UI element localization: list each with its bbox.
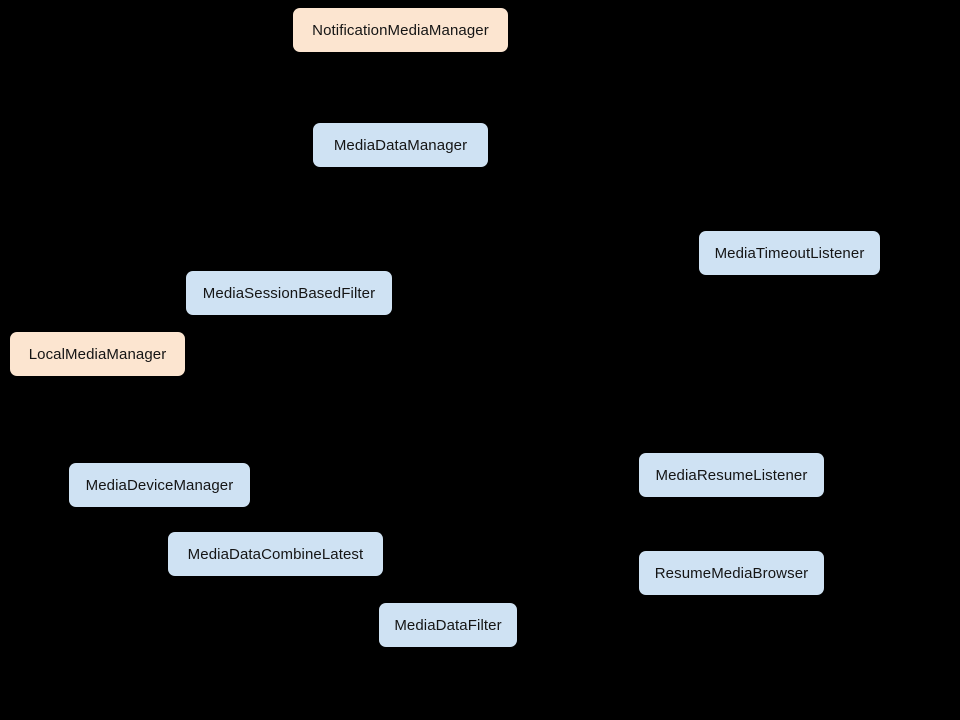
node-media-session-based-filter[interactable]: MediaSessionBasedFilter bbox=[186, 271, 392, 315]
node-local-media-manager[interactable]: LocalMediaManager bbox=[10, 332, 185, 376]
node-label: MediaTimeoutListener bbox=[714, 244, 865, 262]
node-label: MediaSessionBasedFilter bbox=[202, 284, 376, 302]
node-resume-media-browser[interactable]: ResumeMediaBrowser bbox=[639, 551, 824, 595]
node-media-data-manager[interactable]: MediaDataManager bbox=[313, 123, 488, 167]
node-label: ResumeMediaBrowser bbox=[654, 564, 809, 582]
node-label: MediaDeviceManager bbox=[85, 476, 234, 494]
node-label: MediaDataManager bbox=[333, 136, 468, 154]
node-media-device-manager[interactable]: MediaDeviceManager bbox=[69, 463, 250, 507]
node-label: MediaDataCombineLatest bbox=[187, 545, 364, 563]
node-media-timeout-listener[interactable]: MediaTimeoutListener bbox=[699, 231, 880, 275]
node-media-resume-listener[interactable]: MediaResumeListener bbox=[639, 453, 824, 497]
node-label: MediaDataFilter bbox=[394, 616, 502, 634]
node-media-data-filter[interactable]: MediaDataFilter bbox=[379, 603, 517, 647]
node-label: NotificationMediaManager bbox=[312, 21, 489, 39]
node-media-data-combine-latest[interactable]: MediaDataCombineLatest bbox=[168, 532, 383, 576]
node-notification-media-manager[interactable]: NotificationMediaManager bbox=[293, 8, 508, 52]
node-label: MediaResumeListener bbox=[655, 466, 808, 484]
node-label: LocalMediaManager bbox=[28, 345, 167, 363]
